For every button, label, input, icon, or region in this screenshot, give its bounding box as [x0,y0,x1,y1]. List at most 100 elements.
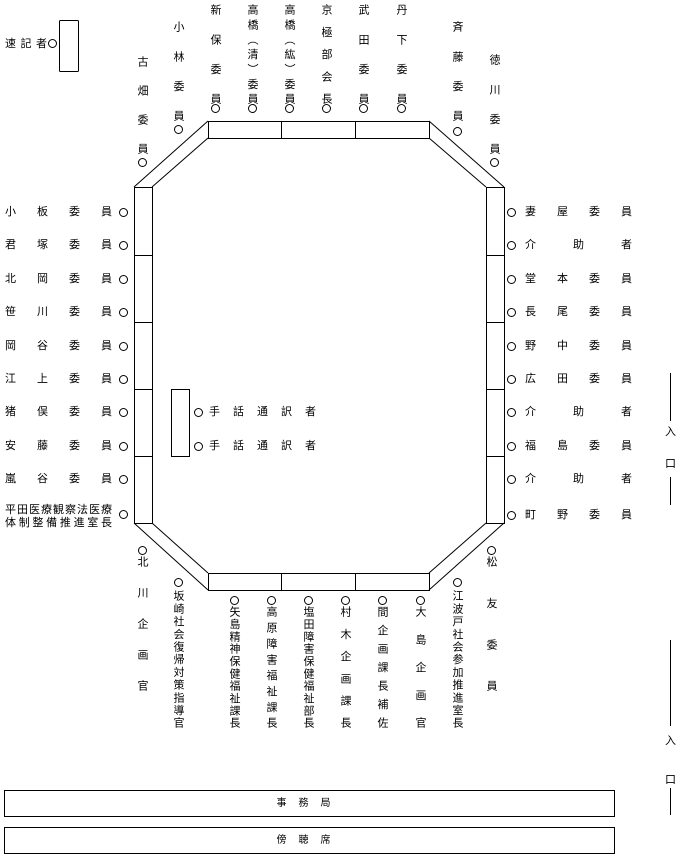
seat-circle-icon [194,408,203,417]
seat-label-left: 嵐谷委員 [5,472,112,485]
seat-circle-icon [119,208,128,217]
seat-circle-icon [487,546,496,555]
interpreter-desk [171,389,190,457]
seat-circle-icon [267,596,276,605]
gallery-area: 傍聴席 [4,827,615,854]
seat-label-bottom: 北川企画官 [136,556,149,691]
seat-circle-icon [285,104,294,113]
interpreter-label: 手話通訳者 [209,439,316,452]
secretariat-label: 事務局 [276,798,343,809]
seat-circle-icon [248,104,257,113]
left-bottom-seat-line1: 平田医療観察法医療 [5,503,112,516]
seat-circle-icon [507,375,516,384]
seat-label-right: 野中委員 [525,339,632,352]
entrance-char: 口 [665,457,676,470]
seat-label-bottom: 塩田障害保健福祉部長 [302,606,315,728]
seat-label-bottom: 高原障害福祉課長 [265,606,278,728]
seat-circle-icon [119,275,128,284]
seat-label-top: 京極部会長 [320,4,333,104]
seat-circle-icon [194,442,203,451]
seat-circle-icon [119,510,128,519]
seat-label-bottom: 坂崎社会復帰対策指導官 [172,590,185,728]
top-table [208,121,430,139]
seat-label-left: 北岡委員 [5,272,112,285]
seat-circle-icon [453,578,462,587]
seat-label-top: 徳川委員 [488,54,501,154]
seat-circle-icon [119,375,128,384]
seat-circle-icon [211,104,220,113]
seat-label-bottom: 松友委員 [485,556,498,691]
seat-circle-icon [507,241,516,250]
seat-label-left: 小板委員 [5,205,112,218]
seat-circle-icon [119,342,128,351]
seat-circle-icon [119,442,128,451]
seat-circle-icon [119,408,128,417]
seat-circle-icon [507,408,516,417]
gallery-label: 傍聴席 [276,835,343,846]
seat-circle-icon [507,475,516,484]
entrance-char: 入 [665,425,676,438]
seat-label-left: 笹川委員 [5,305,112,318]
left-table [134,187,153,524]
seat-circle-icon [230,596,239,605]
seat-label-right: 堂本委員 [525,272,632,285]
seat-label-bottom: 村木企画課長 [339,606,352,728]
bottom-table [208,573,430,591]
seat-label-left: 江上委員 [5,372,112,385]
seat-label-right: 町野委員 [525,508,632,521]
seat-circle-icon [507,275,516,284]
seat-circle-icon [507,308,516,317]
left-bottom-seat-line2: 体制整備推進室長 [5,516,112,529]
seat-circle-icon [507,342,516,351]
seat-circle-icon [341,596,350,605]
seat-circle-icon [359,104,368,113]
seat-label-bottom: 間企画課長補佐 [376,606,389,728]
seat-label-top: 丹下委員 [395,4,408,104]
seat-circle-icon [174,125,183,134]
seat-circle-icon [322,104,331,113]
seat-label-right: 福島委員 [525,439,632,452]
seat-circle-icon [378,596,387,605]
seat-circle-icon [119,475,128,484]
seat-circle-icon [304,596,313,605]
seat-label-top: 斉藤委員 [451,21,464,121]
seat-circle-icon [48,39,57,48]
seat-label-right: 広田委員 [525,372,632,385]
seat-circle-icon [119,241,128,250]
stenographer-desk [59,20,79,72]
seat-label-top: 高橋（清）委員 [246,4,259,104]
interpreter-label: 手話通訳者 [209,405,316,418]
seat-circle-icon [174,578,183,587]
seat-label-top: 小林委員 [172,21,185,121]
seat-circle-icon [453,127,462,136]
seat-label-bottom: 矢島精神保健福祉課長 [228,606,241,728]
seat-circle-icon [119,308,128,317]
seat-label-bottom: 江波戸社会参加推進室長 [451,590,464,728]
entrance-char: 入 [665,734,676,747]
seat-label-top: 武田委員 [357,4,370,104]
seat-label-right: 妻屋委員 [525,205,632,218]
seat-label-right: 介助者 [525,472,632,485]
seat-circle-icon [507,442,516,451]
seat-label-left: 猪俣委員 [5,405,112,418]
seat-label-bottom: 大島企画官 [414,606,427,728]
seat-label-left: 君塚委員 [5,238,112,251]
seat-circle-icon [416,596,425,605]
seat-label-top: 高橋（紘）委員 [283,4,296,104]
seat-label-left: 安藤委員 [5,439,112,452]
seat-circle-icon [138,546,147,555]
stenographer-label: 速記者 [5,37,47,50]
seat-circle-icon [138,158,147,167]
seat-circle-icon [397,104,406,113]
entrance-char: 口 [665,773,676,786]
seat-label-right: 介助者 [525,238,632,251]
seat-circle-icon [507,208,516,217]
right-table [486,187,505,524]
seat-label-top: 新保委員 [209,4,222,104]
secretariat-area: 事務局 [4,790,615,817]
seat-circle-icon [507,511,516,520]
seat-label-left: 岡谷委員 [5,339,112,352]
seat-label-top: 古畑委員 [136,56,149,154]
